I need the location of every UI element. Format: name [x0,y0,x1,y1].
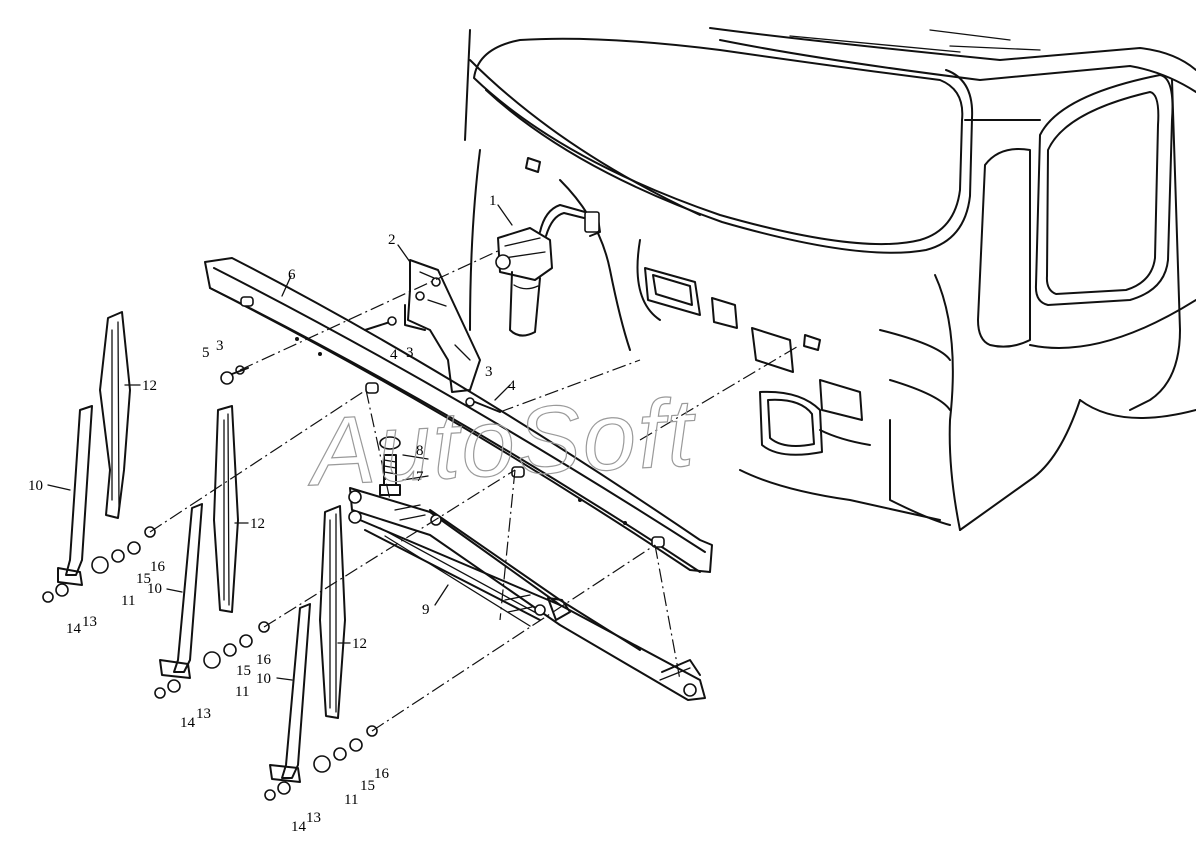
callout-13: 13 [82,614,97,630]
callout-14: 14 [66,621,82,637]
callout-4: 4 [508,378,516,394]
callout-11: 11 [235,684,249,700]
cross-member-beam [204,257,713,573]
callout-10: 10 [28,478,43,494]
callout-4: 4 [390,347,398,363]
callout-2: 2 [388,232,396,248]
watermark-text: AutoSoft [304,379,700,506]
callout-8: 8 [416,443,424,459]
callout-16: 16 [256,652,272,668]
callout-3: 3 [406,345,414,361]
callout-leader-lines [47,204,513,681]
callout-1: 1 [489,193,497,209]
mounting-bracket [404,259,481,393]
callout-13: 13 [196,706,211,722]
callout-14: 14 [291,819,307,835]
callout-16: 16 [374,766,390,782]
callout-12: 12 [352,636,367,652]
callout-15: 15 [360,778,375,794]
callout-12: 12 [250,516,265,532]
assembly-center-lines [149,249,801,732]
callout-15: 15 [236,663,251,679]
callout-9: 9 [422,602,430,618]
wiper-blade-set [99,311,346,719]
wiper-arm-set [57,405,311,783]
callout-12: 12 [142,378,157,394]
callout-7: 7 [416,469,424,485]
wiper-linkage [348,487,706,701]
callout-10: 10 [256,671,271,687]
truck-cab-outline [464,27,1196,531]
callout-labels: 1 2 3 3 3 4 4 5 6 7 8 9 10 10 10 11 11 1… [28,193,516,835]
callout-5: 5 [202,345,210,361]
callout-11: 11 [344,792,358,808]
callout-14: 14 [180,715,196,731]
callout-3: 3 [485,364,493,380]
callout-3: 3 [216,338,224,354]
callout-10: 10 [147,581,162,597]
callout-6: 6 [288,267,296,283]
callout-13: 13 [306,810,321,826]
fastener-group-top [220,316,501,413]
callout-11: 11 [121,593,135,609]
wiper-motor [495,204,601,337]
hub-hardware-set [42,526,378,801]
callout-16: 16 [150,559,166,575]
callout-15: 15 [136,571,151,587]
